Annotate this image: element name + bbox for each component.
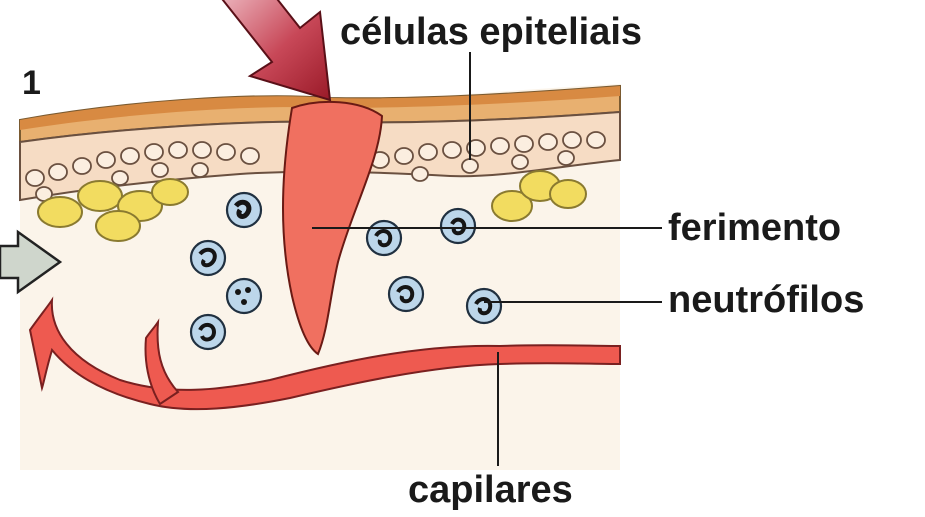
label-epithelial-cells: células epiteliais [340,11,642,53]
label-capillaries: capilares [408,469,573,511]
injury-arrow [215,0,330,100]
label-neutrophils: neutrófilos [668,279,864,321]
label-wound: ferimento [668,207,841,249]
panel-number: 1 [22,64,41,102]
